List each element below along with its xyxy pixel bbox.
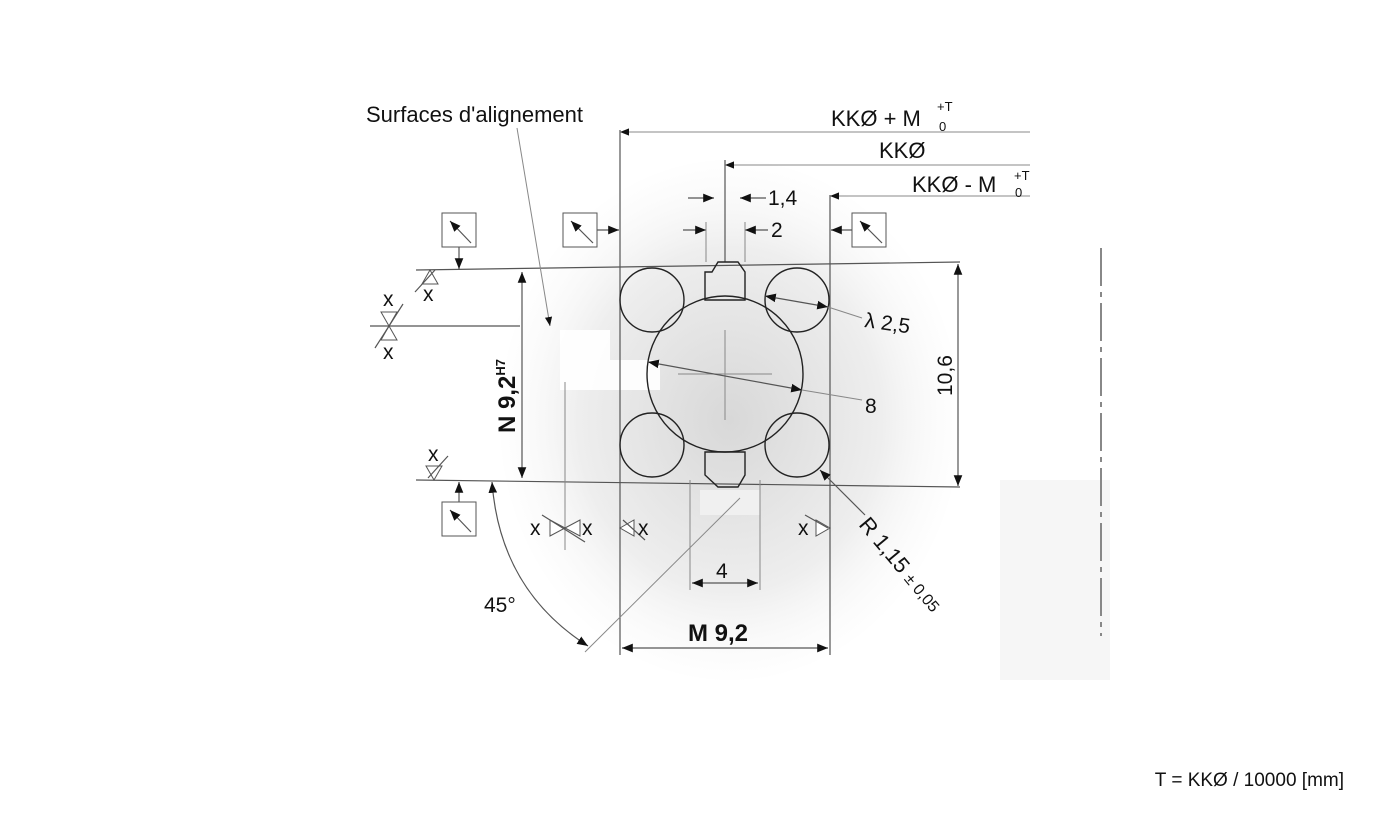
dim-angle: 45° [484,594,516,617]
dim-kk-plus: KKØ + M [831,106,921,131]
datum-label: x [383,288,394,311]
dim-height: 10,6 [934,355,957,396]
datum-label: x [798,517,809,540]
alignment-surfaces-label: Surfaces d'alignement [366,102,583,127]
dim-slot-width: 4 [716,560,728,583]
datum-label: x [428,443,439,466]
dimension-lines [488,127,1030,653]
datum-label: x [383,341,394,364]
arrow-box-icon [441,212,477,269]
dim-1-4: 1,4 [768,187,798,210]
dim-kk-minus-sup: +T [1014,168,1030,183]
dim-n-width: N 9,2H7 [493,359,521,433]
datum-label: x [638,517,649,540]
dim-m-width: M 9,2 [688,620,748,647]
datum-label: x [423,283,434,306]
arrow-box-icon [562,212,619,248]
datum-labels: x x x x x x x x [383,283,809,540]
dim-kk-minus: KKØ - M [912,172,996,197]
dim-2: 2 [771,219,783,242]
tolerance-formula: T = KKØ / 10000 [mm] [1154,770,1344,791]
rail-profile [370,130,961,655]
background-shading [500,160,1110,680]
dim-ball-diameter: 8 [865,395,877,418]
arrow-box-icon [831,212,887,248]
arrow-box-icon [441,482,477,537]
datum-label: x [582,517,593,540]
datum-triangles [374,268,832,543]
dim-kk-plus-sub: 0 [939,119,946,134]
dim-kk-minus-sub: 0 [1015,185,1022,200]
dim-kk: KKØ [879,138,925,163]
datum-label: x [530,517,541,540]
dim-kk-plus-sup: +T [937,99,953,114]
alignment-symbols [441,212,887,537]
